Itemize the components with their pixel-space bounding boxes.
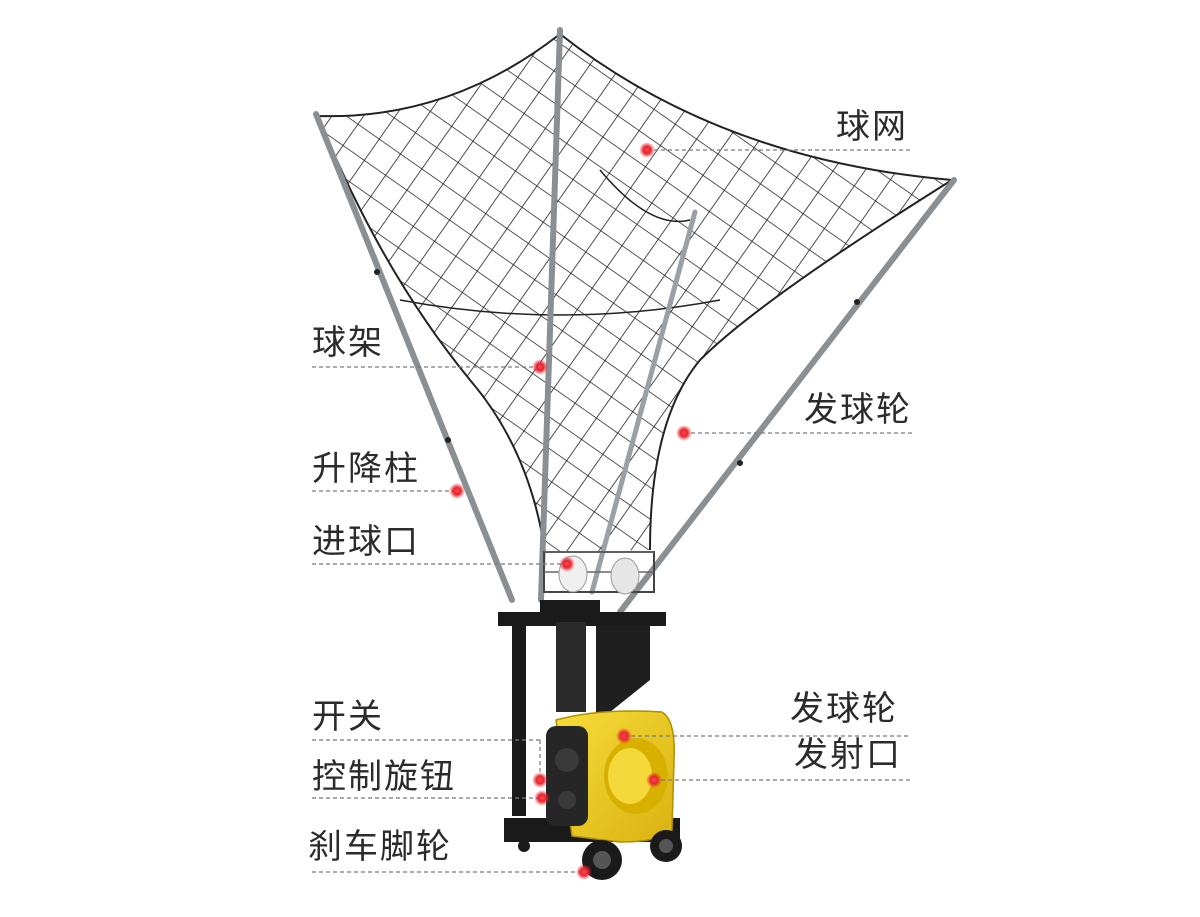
marker-wheel-bottom: [616, 728, 632, 744]
label-control-knob: 控制旋钮: [312, 757, 456, 797]
ball-inlet: [543, 551, 655, 595]
label-launch-wheel-bottom: 发球轮: [790, 689, 898, 729]
rack-poles: [313, 27, 957, 615]
marker-column: [449, 483, 465, 499]
label-launch-outlet: 发射口: [794, 735, 902, 775]
label-rack: 球架: [312, 323, 384, 363]
marker-outlet: [646, 772, 662, 788]
marker-rack: [532, 359, 548, 375]
marker-wheel-top: [676, 425, 692, 441]
marker-caster: [576, 864, 592, 880]
marker-knob: [534, 790, 550, 806]
launcher-unit: [546, 710, 675, 843]
label-switch: 开关: [312, 697, 384, 737]
marker-net: [639, 142, 655, 158]
label-ball-inlet: 进球口: [312, 522, 420, 562]
marker-inlet: [559, 556, 575, 572]
label-lift-column: 升降柱: [312, 449, 420, 489]
label-net: 球网: [836, 107, 908, 147]
callout-markers: [449, 142, 692, 880]
label-launch-wheel-top: 发球轮: [804, 390, 912, 430]
label-brake-caster: 刹车脚轮: [308, 827, 452, 867]
marker-switch: [532, 772, 548, 788]
brake-casters: [518, 830, 682, 880]
leader-lines: [312, 149, 912, 873]
